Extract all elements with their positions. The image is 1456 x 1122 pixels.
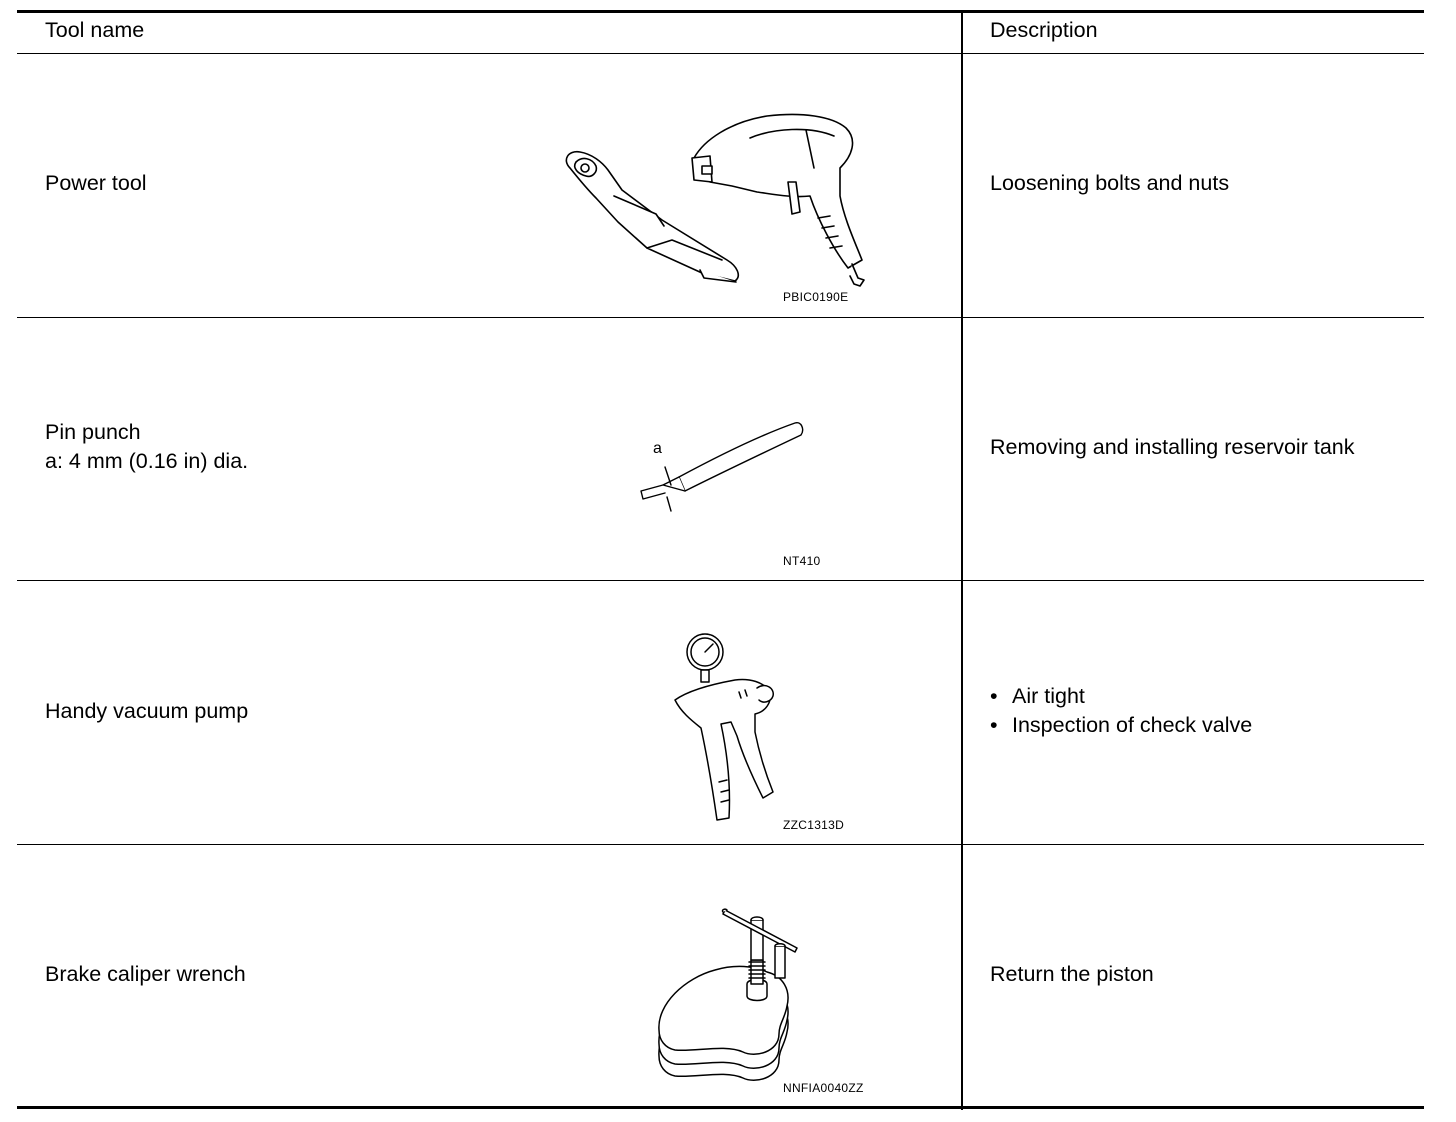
tool-spec: a: 4 mm (0.16 in) dia. <box>45 449 249 473</box>
tool-description: Loosening bolts and nuts <box>990 171 1230 195</box>
image-code: NT410 <box>783 554 821 568</box>
row-rule <box>17 844 1424 845</box>
table-top-rule <box>17 10 1424 13</box>
pin-punch-icon <box>635 415 835 520</box>
header-rule <box>17 53 1424 54</box>
tool-name: Power tool <box>45 171 147 195</box>
vacuum-pump-icon <box>669 632 779 822</box>
tool-name: Handy vacuum pump <box>45 699 249 723</box>
table-bottom-rule <box>17 1106 1424 1109</box>
tool-description: Return the piston <box>990 962 1154 986</box>
power-tool-icon <box>552 100 872 280</box>
image-code: PBIC0190E <box>783 290 849 304</box>
header-description: Description <box>990 18 1098 42</box>
row-rule <box>17 317 1424 318</box>
tool-name: Brake caliper wrench <box>45 962 246 986</box>
tool-name: Pin punch <box>45 420 141 444</box>
bullet-marker: • <box>990 684 998 708</box>
row-rule <box>17 580 1424 581</box>
bullet-marker: • <box>990 713 998 737</box>
tools-table: Tool name Description Power tool PBIC019… <box>17 10 1424 1110</box>
caliper-wrench-icon <box>655 900 815 1090</box>
tool-description: Inspection of check valve <box>1012 713 1253 737</box>
tool-description: Removing and installing reservoir tank <box>990 435 1355 459</box>
description-bullet-item: • Air tight <box>990 682 1085 711</box>
description-bullet-item: • Inspection of check valve <box>990 711 1252 740</box>
image-code: ZZC1313D <box>783 818 845 832</box>
tool-description: Air tight <box>1012 684 1085 708</box>
image-code: NNFIA0040ZZ <box>783 1081 864 1095</box>
header-tool-name: Tool name <box>45 18 145 42</box>
callout-label: a <box>653 440 663 457</box>
column-divider <box>961 10 963 1110</box>
